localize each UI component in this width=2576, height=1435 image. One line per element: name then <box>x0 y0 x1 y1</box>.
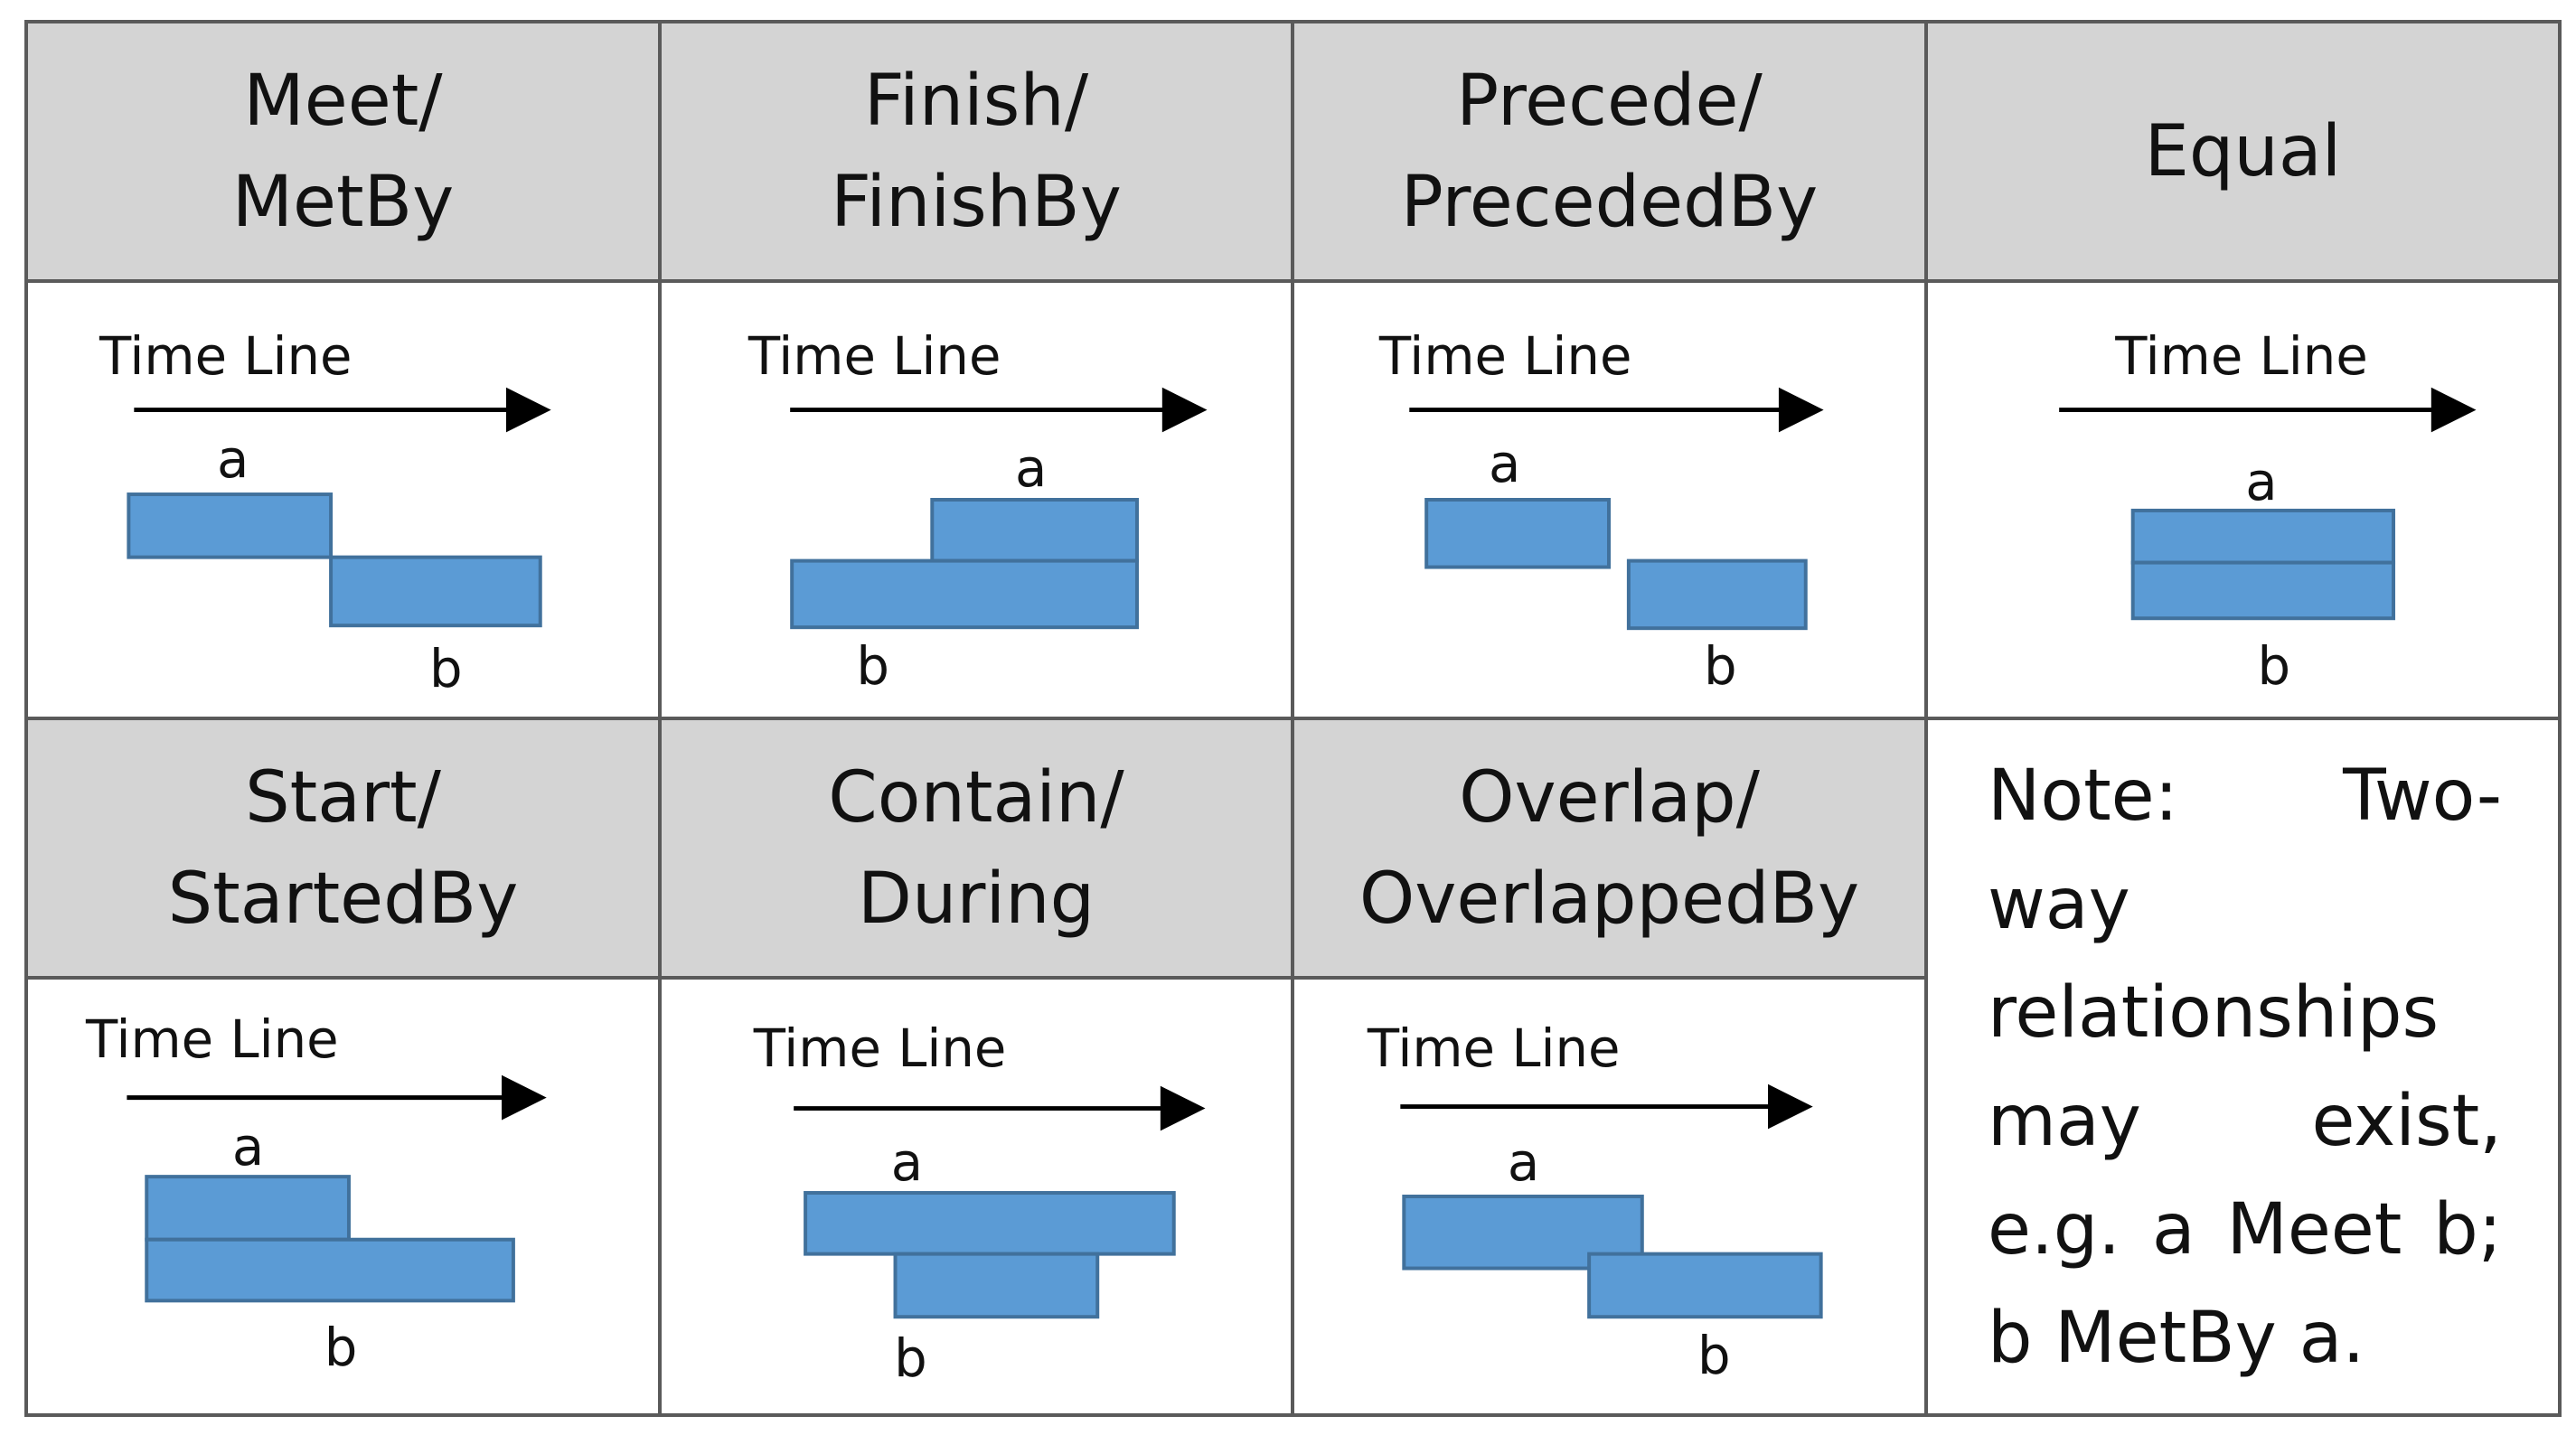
timeline-label: Time Line <box>2114 325 2368 387</box>
timeline-label: Time Line <box>1378 325 1632 387</box>
header-contain-line2: During <box>857 858 1095 940</box>
interval-b-bar <box>790 558 1139 630</box>
diagram-meet-svg: Time Line a b <box>99 325 551 699</box>
diagram-start: Time Line a b <box>24 976 662 1417</box>
interval-a-bar <box>930 498 1139 563</box>
interval-a-bar <box>804 1191 1176 1256</box>
header-overlap: Overlap/OverlappedBy <box>1291 717 1928 980</box>
header-meet-line1: Meet/ <box>243 60 443 142</box>
interval-a-bar <box>2130 508 2396 565</box>
diagram-equal: Time Line a b <box>1924 279 2562 720</box>
note-text: Note: Two-way relationships may exist, e… <box>1988 755 2502 1379</box>
label-b: b <box>429 638 463 699</box>
relations-table: Meet/MetBy Finish/FinishBy Precede/Prece… <box>24 20 2562 1417</box>
header-equal: Equal <box>1924 20 2562 283</box>
interval-b-bar <box>893 1252 1100 1319</box>
label-b: b <box>856 635 889 697</box>
interval-b-bar <box>1626 558 1808 631</box>
header-finish-line1: Finish/ <box>863 60 1089 142</box>
relations-diagram: Meet/MetBy Finish/FinishBy Precede/Prece… <box>24 20 2562 1417</box>
header-start: Start/StartedBy <box>24 717 662 980</box>
timeline-arrowhead <box>1161 387 1208 433</box>
diagram-overlap-svg: Time Line a b <box>1367 1018 1823 1386</box>
header-overlap-line1: Overlap/ <box>1459 756 1760 839</box>
timeline-label: Time Line <box>85 1008 339 1070</box>
label-a: a <box>2245 451 2277 512</box>
timeline-arrowhead <box>2430 387 2477 433</box>
header-equal-line1: Equal <box>2144 110 2342 192</box>
timeline-arrowhead <box>501 1074 547 1121</box>
label-a: a <box>1489 433 1520 494</box>
timeline-arrowhead <box>505 387 551 433</box>
diagram-start-svg: Time Line a b <box>85 1008 547 1378</box>
interval-b-bar <box>145 1237 515 1303</box>
label-a: a <box>217 428 249 490</box>
label-b: b <box>2257 635 2290 697</box>
header-meet: Meet/MetBy <box>24 20 662 283</box>
header-finish: Finish/FinishBy <box>658 20 1294 283</box>
timeline-arrowhead <box>1767 1083 1813 1130</box>
header-start-line1: Start/ <box>245 756 441 839</box>
timeline-arrowhead <box>1160 1085 1206 1131</box>
timeline-label: Time Line <box>99 325 353 387</box>
diagram-precede-svg: Time Line a b <box>1378 325 1824 697</box>
timeline-label: Time Line <box>1367 1018 1621 1079</box>
header-finish-line2: FinishBy <box>831 161 1122 243</box>
label-b: b <box>1704 635 1737 697</box>
label-a: a <box>891 1131 923 1193</box>
header-overlap-line2: OverlappedBy <box>1359 858 1860 940</box>
label-b: b <box>894 1327 927 1389</box>
header-contain-line1: Contain/ <box>828 756 1124 839</box>
label-b: b <box>1697 1325 1731 1386</box>
timeline-arrowhead <box>1778 387 1824 433</box>
label-b: b <box>324 1317 358 1378</box>
interval-a-bar <box>145 1175 351 1242</box>
note-cell: Note: Two-way relationships may exist, e… <box>1924 717 2562 1417</box>
label-a: a <box>1015 437 1047 499</box>
label-a: a <box>1508 1131 1539 1193</box>
diagram-contain: Time Line a b <box>658 976 1294 1417</box>
header-contain: Contain/During <box>658 717 1294 980</box>
label-a: a <box>232 1116 264 1177</box>
diagram-meet: Time Line a b <box>24 279 662 720</box>
diagram-finish-svg: Time Line a b <box>747 325 1208 697</box>
header-meet-line2: MetBy <box>231 161 455 243</box>
header-start-line2: StartedBy <box>167 858 519 940</box>
interval-b-bar <box>2130 560 2396 621</box>
interval-a-bar <box>127 492 334 559</box>
timeline-label: Time Line <box>753 1018 1007 1079</box>
header-precede: Precede/PrecededBy <box>1291 20 1928 283</box>
interval-b-bar <box>329 555 542 628</box>
diagram-finish: Time Line a b <box>658 279 1294 720</box>
diagram-overlap: Time Line a b <box>1291 976 1928 1417</box>
interval-b-bar <box>1587 1252 1823 1319</box>
diagram-equal-svg: Time Line a b <box>2059 325 2477 697</box>
interval-a-bar <box>1424 498 1611 569</box>
diagram-precede: Time Line a b <box>1291 279 1928 720</box>
header-precede-line1: Precede/ <box>1456 60 1763 142</box>
diagram-contain-svg: Time Line a b <box>753 1018 1206 1389</box>
timeline-label: Time Line <box>747 325 1001 387</box>
header-precede-line2: PrecededBy <box>1400 161 1819 243</box>
